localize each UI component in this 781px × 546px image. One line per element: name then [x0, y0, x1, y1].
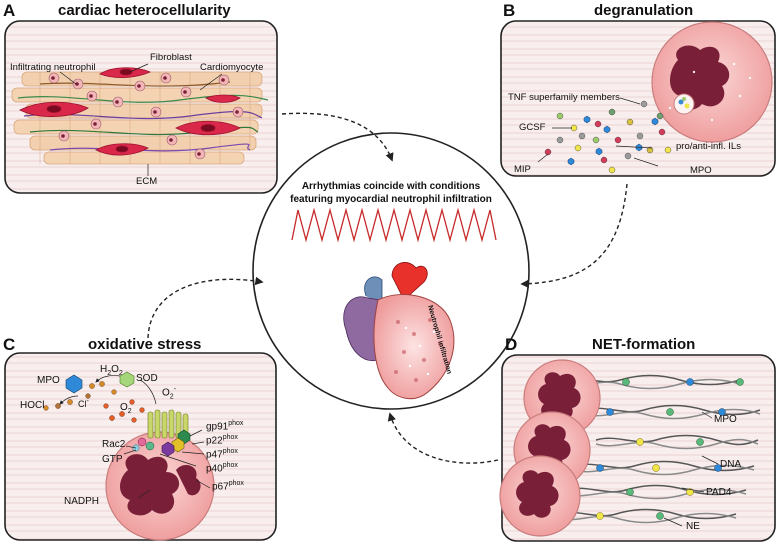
label-sod: SOD [136, 373, 158, 384]
neutrophil-cells [48, 72, 244, 160]
heart-illustration [343, 262, 455, 400]
ecg-trace [291, 207, 497, 243]
label-p67phox: p67phox [212, 480, 244, 493]
neutrophil-cells-d [499, 359, 601, 537]
label-infiltrating-neutrophil: Infiltrating neutrophil [10, 62, 96, 73]
label-p22phox: p22phox [206, 434, 238, 447]
label-mpo-d: MPO [714, 414, 737, 425]
label-gcsf: GCSF [519, 122, 546, 133]
label-rac2: Rac2 [102, 439, 126, 450]
label-ecm: ECM [136, 176, 158, 187]
label-pad4: PAD4 [706, 487, 732, 498]
label-mip: MIP [514, 164, 531, 175]
panel-d-title: NET-formation [592, 336, 696, 353]
ros-molecules [43, 381, 145, 423]
sod-hexagon-icon [119, 371, 135, 388]
panel-b-letter: B [503, 1, 516, 20]
nadph-oxidase-complex [132, 409, 191, 457]
label-hocl: HOCl [20, 400, 45, 411]
panel-b-title: degranulation [594, 2, 694, 19]
net-proteins [596, 378, 744, 520]
mpo-hexagon-icon [65, 374, 83, 394]
panel-b [500, 20, 776, 177]
center-caption-line1: Arrhythmias coincide with conditions [301, 181, 481, 192]
label-fibroblast: Fibroblast [150, 52, 192, 63]
center-caption: Arrhythmias coincide with conditions fea… [262, 180, 520, 206]
panel-c-letter: C [3, 335, 16, 354]
label-h2o2: H2O2 [100, 364, 123, 377]
label-nadph: NADPH [64, 496, 100, 507]
panel-c [4, 352, 277, 541]
panel-a-letter: A [3, 1, 16, 20]
label-cl: Cl- [78, 398, 89, 409]
label-o2: O2 [120, 402, 132, 415]
fibroblast-cells [19, 67, 241, 156]
label-gp91phox: gp91phox [206, 420, 244, 433]
panel-d [499, 354, 776, 542]
label-mpo-b: MPO [690, 165, 712, 176]
label-p47phox: p47phox [206, 448, 238, 461]
label-dna: DNA [720, 459, 742, 470]
released-granules [544, 100, 672, 174]
panel-c-title: oxidative stress [88, 336, 202, 353]
label-pro-anti-infl-ils: pro/anti-infl. ILs [676, 141, 741, 152]
panel-a [4, 20, 278, 194]
label-p40phox: p40phox [206, 462, 238, 475]
center-circle: Neutrophil infiltration [252, 132, 530, 410]
label-superoxide: O2- [162, 386, 177, 401]
panel-a-pointers [59, 63, 223, 176]
neutrophil-nucleus-c [120, 454, 180, 516]
panel-a-title: cardiac heterocellularity [58, 2, 231, 19]
label-mpo-c: MPO [37, 375, 60, 386]
label-cardiomyocyte: Cardiomyocyte [200, 62, 264, 73]
center-caption-line2: featuring myocardial neutrophil infiltra… [290, 194, 492, 205]
connector-arrows [147, 112, 628, 464]
label-ne: NE [686, 521, 700, 532]
label-tnf-superfamily: TNF superfamily members [508, 92, 620, 103]
panel-d-letter: D [505, 335, 518, 354]
label-gtp: GTP [102, 454, 123, 465]
